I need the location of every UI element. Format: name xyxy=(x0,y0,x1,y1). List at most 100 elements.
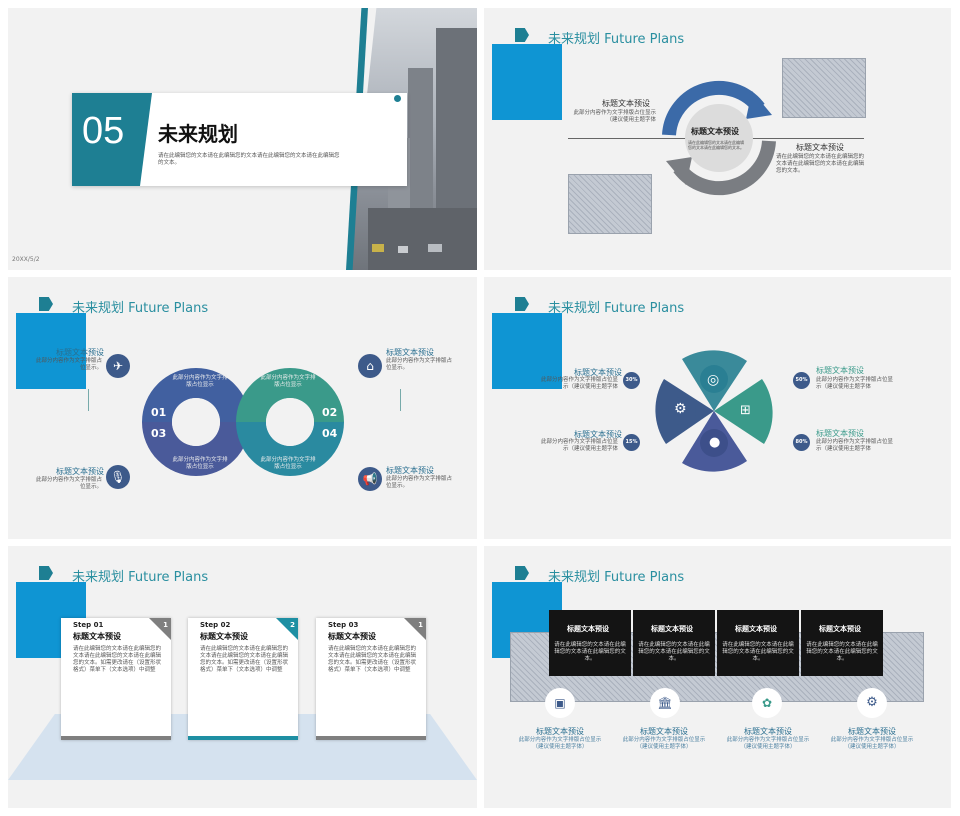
item-4-text: 此部分内容作为文字排版占位显示（建议使用主题字体 xyxy=(816,439,894,452)
item-2-title: 标题文本预设 xyxy=(640,727,688,736)
right-top-text: 此部分内容作为文字排版占位显示。 xyxy=(386,358,453,371)
item-1-text: 此部分内容作为文字排版占位显示（建议使用主题字体） xyxy=(518,737,602,750)
slide-1-thumbnail[interactable]: 05 未来规划 请在此编辑您的文本请在此编辑您的文本请在此编辑您的文本请在此编辑… xyxy=(8,8,477,270)
apple-icon: ● xyxy=(709,435,721,450)
image-placeholder-top xyxy=(782,58,866,118)
section-title: 未来规划 xyxy=(158,122,238,146)
segment-01-num: 01 xyxy=(151,406,167,419)
step-2-number: 2 xyxy=(290,621,295,629)
bank-icon: 🏛 xyxy=(650,688,680,718)
pct-badge-80: 80% xyxy=(793,434,810,451)
image-placeholder-bottom xyxy=(568,174,652,234)
step-card-3[interactable]: Step 03 标题文本预设 请在此编辑您的文本请在此编辑您的文本请在此编辑您的… xyxy=(316,618,426,740)
step-2-bar xyxy=(188,736,298,740)
left-text: 此部分内容作为文字排版占位显示（建议使用主题字体 xyxy=(573,110,656,123)
slide-heading: 未来规划 Future Plans xyxy=(72,570,209,585)
step-3-title: 标题文本预设 xyxy=(328,632,376,641)
gear-icon: ⚙ xyxy=(674,401,687,417)
left-bottom-title: 标题文本预设 xyxy=(56,467,104,476)
card-3-title: 标题文本预设 xyxy=(735,625,777,633)
megaphone-icon: 📢 xyxy=(358,467,382,491)
section-body: 请在此编辑您的文本请在此编辑您的文本请在此编辑您的文本请在此编辑您的文本。 xyxy=(158,153,340,166)
gear-icon: ⚙ xyxy=(857,688,887,718)
step-card-2[interactable]: Step 02 标题文本预设 请在此编辑您的文本请在此编辑您的文本请在此编辑您的… xyxy=(188,618,298,740)
step-1-label: Step 01 xyxy=(73,621,104,629)
pct-badge-50: 50% xyxy=(793,372,810,389)
pct-badge-15: 15% xyxy=(623,434,640,451)
cycle-arrows xyxy=(662,80,776,196)
left-title: 标题文本预设 xyxy=(602,99,650,108)
slide-2-thumbnail[interactable]: 未来规划 Future Plans 标题文本预设 请在此编辑您的文本请在此编辑您… xyxy=(484,8,951,270)
item-2-title: 标题文本预设 xyxy=(574,430,622,439)
black-card-3[interactable]: 标题文本预设 请在此编辑您的文本请在此编辑您的文本请在此编辑您的文本。 xyxy=(717,610,799,676)
step-3-label: Step 03 xyxy=(328,621,359,629)
right-title: 标题文本预设 xyxy=(796,143,844,152)
card-1-title: 标题文本预设 xyxy=(567,625,609,633)
step-3-bar xyxy=(316,736,426,740)
item-4-text: 此部分内容作为文字排版占位显示（建议使用主题字体） xyxy=(830,737,914,750)
city-photo xyxy=(348,8,477,270)
slide-6-thumbnail[interactable]: 未来规划 Future Plans 标题文本预设 请在此编辑您的文本请在此编辑您… xyxy=(484,546,951,808)
slide-heading: 未来规划 Future Plans xyxy=(548,301,685,316)
black-card-1[interactable]: 标题文本预设 请在此编辑您的文本请在此编辑您的文本请在此编辑您的文本。 xyxy=(549,610,631,676)
black-card-4[interactable]: 标题文本预设 请在此编辑您的文本请在此编辑您的文本请在此编辑您的文本。 xyxy=(801,610,883,676)
blue-accent-block xyxy=(492,313,562,389)
connector-left xyxy=(88,389,89,411)
card-1-text: 请在此编辑您的文本请在此编辑您的文本请在此编辑您的文本。 xyxy=(554,642,626,662)
slide-5-thumbnail[interactable]: 未来规划 Future Plans Step 01 标题文本预设 请在此编辑您的… xyxy=(8,546,477,808)
item-3-title: 标题文本预设 xyxy=(744,727,792,736)
card-4-text: 请在此编辑您的文本请在此编辑您的文本请在此编辑您的文本。 xyxy=(806,642,878,662)
infinity-rings xyxy=(142,368,344,476)
segment-02-num: 02 xyxy=(322,406,338,419)
slide-4-thumbnail[interactable]: 未来规划 Future Plans ◎ ⊞ ● ⚙ 标题文本预设 此部分内容作为… xyxy=(484,277,951,539)
blue-accent-block xyxy=(492,44,562,120)
step-3-number: 1 xyxy=(418,621,423,629)
petal-flower xyxy=(655,350,773,472)
right-top-title: 标题文本预设 xyxy=(386,348,434,357)
house-icon: ⌂ xyxy=(358,354,382,378)
center-text: 请在此编辑您的文本请在此编辑您的文本请在此编辑您的文本。 xyxy=(688,140,744,150)
item-1-text: 此部分内容作为文字排版占位显示（建议使用主题字体 xyxy=(540,377,618,390)
header-arrow-icon xyxy=(515,297,529,311)
aperture-icon: ◎ xyxy=(707,372,720,388)
segment-04-text: 此部分内容作为文字排版占位显示 xyxy=(260,457,316,470)
item-4-title: 标题文本预设 xyxy=(848,727,896,736)
center-title: 标题文本预设 xyxy=(691,127,739,136)
segment-04-num: 04 xyxy=(322,427,338,440)
step-1-number: 1 xyxy=(163,621,168,629)
plant-icon: ✿ xyxy=(752,688,782,718)
slide-heading: 未来规划 Future Plans xyxy=(548,32,685,47)
dot-ornament xyxy=(394,95,401,102)
step-card-1[interactable]: Step 01 标题文本预设 请在此编辑您的文本请在此编辑您的文本请在此编辑您的… xyxy=(61,618,171,740)
left-top-text: 此部分内容作为文字排版占位显示。 xyxy=(36,358,103,371)
item-3-text: 此部分内容作为文字排版占位显示（建议使用主题字体 xyxy=(816,377,894,390)
slide-heading: 未来规划 Future Plans xyxy=(548,570,685,585)
item-2-text: 此部分内容作为文字排版占位显示（建议使用主题字体 xyxy=(540,439,618,452)
step-1-bar xyxy=(61,736,171,740)
right-bottom-title: 标题文本预设 xyxy=(386,466,434,475)
section-number: 05 xyxy=(82,110,125,152)
number-block xyxy=(72,93,152,186)
slide-3-thumbnail[interactable]: 未来规划 Future Plans 01 03 02 04 此部分内容作为文字排… xyxy=(8,277,477,539)
microphone-icon: 🎙 xyxy=(106,465,130,489)
item-2-text: 此部分内容作为文字排版占位显示（建议使用主题字体） xyxy=(622,737,706,750)
header-arrow-icon xyxy=(515,28,529,42)
header-arrow-icon xyxy=(39,297,53,311)
left-top-title: 标题文本预设 xyxy=(56,348,104,357)
step-3-text: 请在此编辑您的文本请在此编辑您的文本请在此编辑您的文本请在此编辑您的文本。如需更… xyxy=(328,646,417,673)
left-bottom-text: 此部分内容作为文字排版占位显示。 xyxy=(36,477,103,490)
item-3-title: 标题文本预设 xyxy=(816,366,864,375)
item-4-title: 标题文本预设 xyxy=(816,429,864,438)
connector-right xyxy=(400,389,401,411)
item-3-text: 此部分内容作为文字排版占位显示（建议使用主题字体） xyxy=(726,737,810,750)
item-1-title: 标题文本预设 xyxy=(536,727,584,736)
segment-03-num: 03 xyxy=(151,427,167,440)
header-arrow-icon xyxy=(39,566,53,580)
segment-02-text: 此部分内容作为文字排版占位显示 xyxy=(260,375,316,388)
slide-heading: 未来规划 Future Plans xyxy=(72,301,209,316)
windows-icon: ⊞ xyxy=(740,403,751,418)
right-text: 请在此编辑您的文本请在此编辑您的文本请在此编辑您的文本请在此编辑您的文本。 xyxy=(776,154,865,174)
card-2-text: 请在此编辑您的文本请在此编辑您的文本请在此编辑您的文本。 xyxy=(638,642,710,662)
step-2-text: 请在此编辑您的文本请在此编辑您的文本请在此编辑您的文本请在此编辑您的文本。如需更… xyxy=(200,646,289,673)
black-card-2[interactable]: 标题文本预设 请在此编辑您的文本请在此编辑您的文本请在此编辑您的文本。 xyxy=(633,610,715,676)
